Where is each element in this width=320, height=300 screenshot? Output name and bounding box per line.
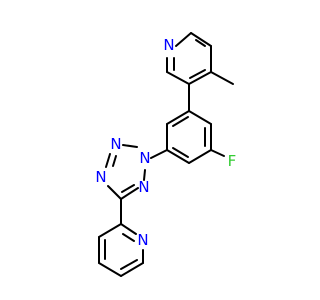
bond (107, 185, 122, 200)
bond (166, 71, 190, 85)
fluoro-bond (210, 149, 225, 157)
tetrazole-n2-label: N (139, 149, 150, 167)
bond-double (172, 147, 189, 158)
aryl-tetrazole-bond (150, 149, 168, 159)
bond (120, 187, 139, 200)
pyridine-ring (98, 223, 144, 277)
pyridine-nitrogen-label: N (163, 36, 174, 54)
bond (188, 149, 212, 164)
bond (166, 149, 190, 164)
bond (166, 110, 190, 125)
bond (120, 262, 144, 277)
bond (188, 110, 212, 125)
bond-double (189, 69, 206, 79)
tetrazole-n1-label: N (138, 178, 149, 196)
tetrazole-ring (105, 144, 146, 200)
bond (105, 153, 111, 168)
bond (143, 169, 146, 181)
bond-double (195, 39, 206, 47)
bond (98, 262, 122, 277)
bond (122, 144, 138, 148)
methyl-bond (210, 71, 234, 85)
bond (175, 32, 192, 47)
molecule-svg: N N N N N N F (95, 32, 237, 277)
tetrazole-n3-label: N (110, 135, 121, 153)
bond (188, 71, 212, 85)
bond-double (121, 184, 135, 193)
molecule-structure-canvas: N N N N N N F (95, 32, 237, 277)
fluorine-label: F (228, 152, 237, 170)
pyridine-2-nitrogen-label: N (137, 231, 148, 249)
fluorophenyl-ring (166, 110, 212, 164)
methylpyridine-ring (166, 32, 212, 85)
bond-double (120, 259, 138, 270)
bond (190, 32, 212, 47)
bond (120, 223, 137, 235)
tetrazole-n4-label: N (95, 168, 106, 186)
bond-double (172, 116, 189, 127)
bond (98, 223, 122, 238)
bond-double (112, 155, 117, 167)
bond-double (122, 233, 135, 242)
